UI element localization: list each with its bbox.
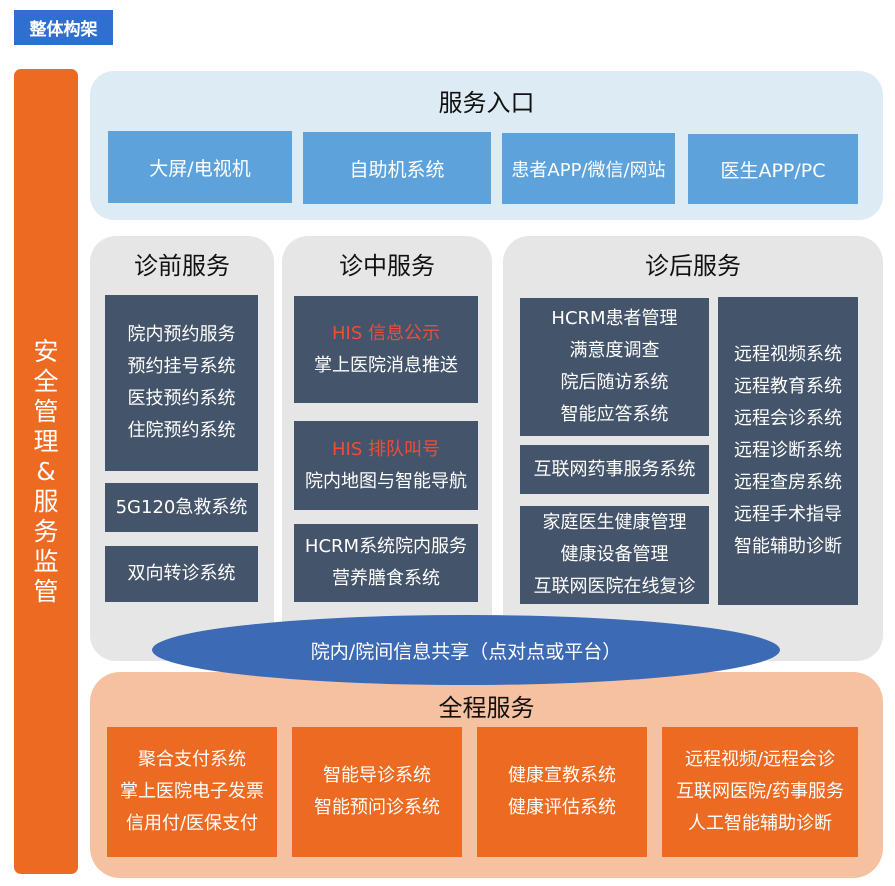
list-item: 远程视频系统	[734, 344, 842, 365]
entry-item-kiosk: 自助机系统	[303, 132, 491, 204]
post-visit-title: 诊后服务	[645, 252, 741, 280]
emergency-5g120: 5G120急救系统	[105, 483, 258, 532]
list-item: 掌上医院电子发票	[120, 781, 264, 802]
his-queue-box: HIS 排队叫号 院内地图与智能导航	[294, 421, 478, 510]
entry-item-patient-app: 患者APP/微信/网站	[502, 133, 675, 204]
list-item: 家庭医生健康管理	[542, 512, 687, 533]
list-item: 满意度调查	[569, 340, 660, 361]
hcrm-patient-box: HCRM患者管理 满意度调查 院后随访系统 智能应答系统	[520, 298, 709, 436]
info-sharing-ellipse: 院内/院间信息共享（点对点或平台）	[152, 615, 780, 685]
list-item: 人工智能辅助诊断	[688, 813, 832, 834]
list-item: 远程视频/远程会诊	[684, 749, 836, 770]
list-item: 聚合支付系统	[138, 749, 246, 770]
list-item: 健康宣教系统	[508, 765, 616, 786]
list-item: 医技预约系统	[127, 388, 236, 409]
list-item: 远程教育系统	[734, 376, 842, 397]
list-item: 住院预约系统	[127, 420, 236, 441]
service-entry-title: 服务入口	[438, 89, 535, 117]
referral-system: 双向转诊系统	[105, 546, 258, 602]
list-item: 营养膳食系统	[332, 568, 440, 589]
list-item: 远程诊断系统	[734, 440, 842, 461]
family-doctor-box: 家庭医生健康管理 健康设备管理 互联网医院在线复诊	[520, 506, 709, 604]
list-item: 远程会诊系统	[734, 408, 842, 429]
list-item: 互联网药事服务系统	[533, 458, 696, 480]
list-item: 智能预问诊系统	[314, 797, 440, 818]
list-item: 5G120急救系统	[115, 496, 248, 518]
pre-visit-appointments: 院内预约服务 预约挂号系统 医技预约系统 住院预约系统	[105, 295, 258, 471]
page-title: 整体构架	[14, 10, 113, 45]
list-item: 智能辅助诊断	[734, 536, 842, 557]
list-item: HIS 信息公示	[332, 322, 440, 344]
entry-item-doctor-app: 医生APP/PC	[688, 134, 858, 204]
his-info-box: HIS 信息公示 掌上医院消息推送	[294, 296, 478, 403]
entry-item-tv: 大屏/电视机	[108, 131, 292, 203]
guidance-box: 智能导诊系统 智能预问诊系统	[292, 727, 462, 857]
list-item: 互联网医院/药事服务	[675, 781, 845, 802]
list-item: 健康评估系统	[508, 797, 616, 818]
list-item: 双向转诊系统	[127, 563, 236, 584]
list-item: 预约挂号系统	[127, 356, 236, 377]
pre-visit-title: 诊前服务	[134, 252, 230, 280]
list-item: 信用付/医保支付	[125, 813, 259, 834]
list-item: 远程手术指导	[734, 504, 842, 525]
whole-process-title: 全程服务	[438, 694, 535, 722]
list-item: HIS 排队叫号	[332, 438, 440, 460]
list-item: 院内地图与智能导航	[305, 470, 467, 492]
remote-services-box: 远程视频系统 远程教育系统 远程会诊系统 远程诊断系统 远程查房系统 远程手术指…	[718, 297, 858, 605]
internet-pharmacy-box: 互联网药事服务系统	[520, 445, 709, 494]
list-item: 掌上医院消息推送	[314, 354, 458, 376]
list-item: 健康设备管理	[560, 544, 669, 565]
hcrm-inpatient-box: HCRM系统院内服务 营养膳食系统	[294, 524, 478, 602]
list-item: HCRM患者管理	[551, 308, 678, 329]
list-item: 远程查房系统	[734, 472, 842, 493]
list-item: 院内预约服务	[127, 324, 236, 345]
list-item: HCRM系统院内服务	[304, 536, 468, 557]
security-management-label: 安全管理&服务监管	[33, 336, 59, 606]
list-item: 智能应答系统	[560, 404, 669, 425]
list-item: 智能导诊系统	[323, 765, 431, 786]
info-sharing-label: 院内/院间信息共享（点对点或平台）	[310, 640, 622, 663]
payment-box: 聚合支付系统 掌上医院电子发票 信用付/医保支付	[107, 727, 277, 857]
in-visit-title: 诊中服务	[339, 252, 435, 280]
list-item: 院后随访系统	[560, 372, 669, 393]
remote-internet-box: 远程视频/远程会诊 互联网医院/药事服务 人工智能辅助诊断	[662, 727, 858, 857]
health-education-box: 健康宣教系统 健康评估系统	[477, 727, 647, 857]
list-item: 互联网医院在线复诊	[533, 576, 696, 597]
security-management-bar: 安全管理&服务监管	[14, 69, 78, 874]
